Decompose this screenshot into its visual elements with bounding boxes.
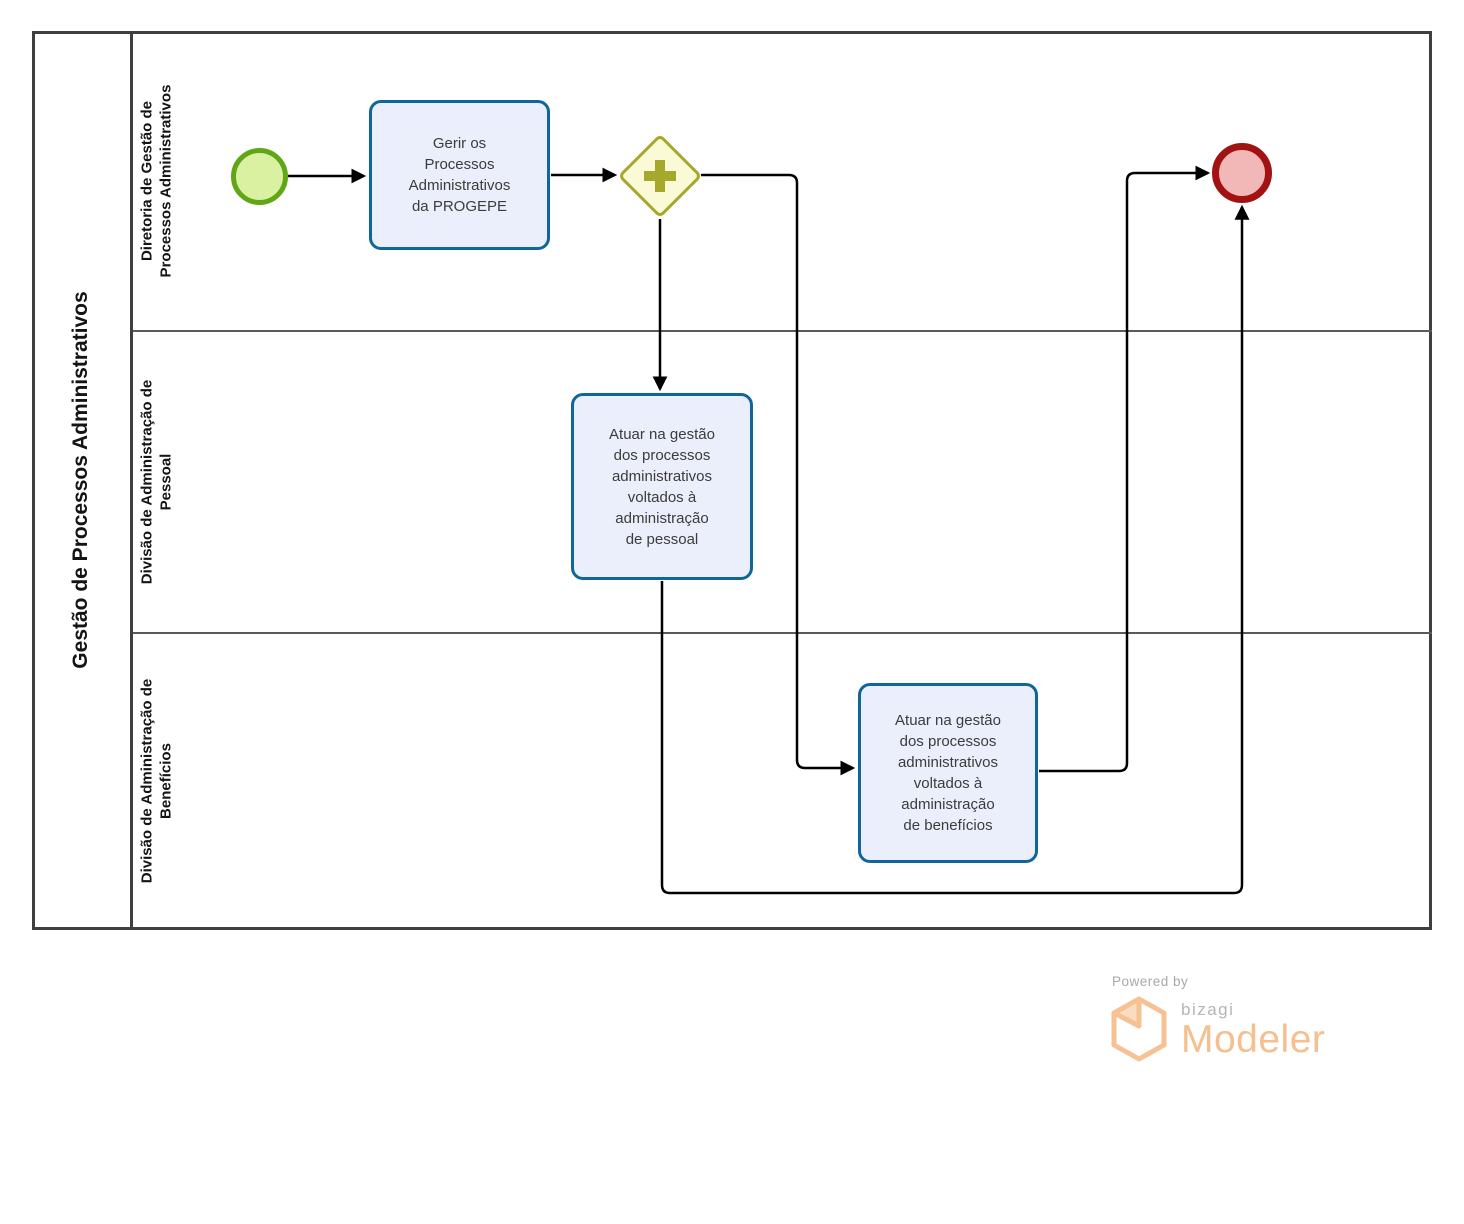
start-event[interactable] (231, 148, 288, 205)
pool-gestao-processos (32, 31, 1432, 930)
lane-label-beneficios: Divisão de Administração de Benefícios (138, 678, 174, 884)
lane-divider-1 (133, 330, 1432, 332)
powered-by-text: Powered by (1112, 974, 1189, 989)
lane-divider-2 (133, 632, 1432, 634)
plus-icon (644, 160, 676, 192)
lane-label-diretoria: Diretoria de Gestão de Processos Adminis… (138, 84, 174, 278)
task-atuar-beneficios[interactable]: Atuar na gestão dos processos administra… (858, 683, 1038, 863)
bizagi-modeler-watermark[interactable]: Powered by bizagi Modeler (1108, 974, 1388, 1062)
pool-title: Gestão de Processos Administrativos (68, 291, 92, 669)
task-gerir-processos[interactable]: Gerir os Processos Administrativos da PR… (369, 100, 550, 250)
task-label: Atuar na gestão dos processos administra… (895, 712, 1001, 834)
end-event[interactable] (1212, 143, 1272, 203)
pool-title-separator (130, 31, 133, 930)
lane-label-pessoal: Divisão de Administração de Pessoal (138, 379, 174, 585)
bizagi-logo-icon (1111, 996, 1167, 1062)
task-atuar-pessoal[interactable]: Atuar na gestão dos processos administra… (571, 393, 753, 580)
bizagi-brand-text: bizagi (1181, 1000, 1235, 1019)
task-label: Gerir os Processos Administrativos da PR… (408, 135, 511, 215)
modeler-product-text: Modeler (1181, 1018, 1326, 1061)
task-label: Atuar na gestão dos processos administra… (609, 425, 715, 548)
